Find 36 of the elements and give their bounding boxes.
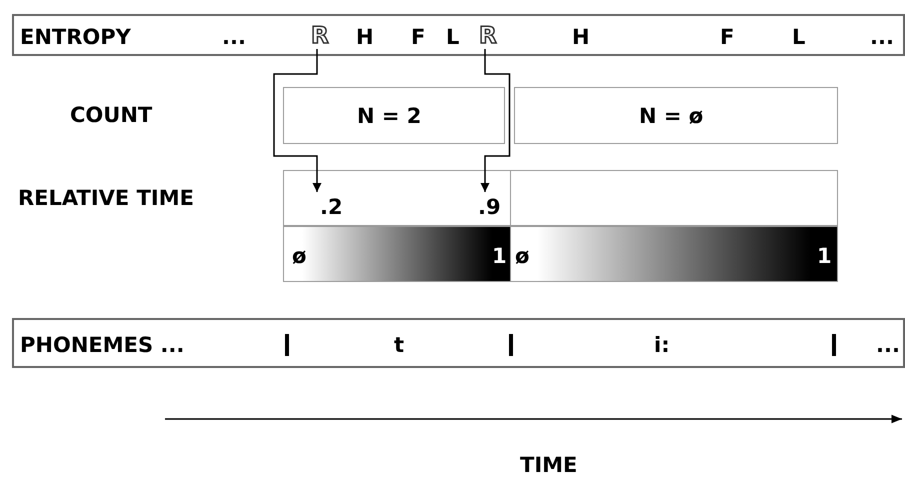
phonemes-band: [12, 318, 905, 368]
row-label: RELATIVE TIME: [18, 186, 194, 210]
symbol-text: ...: [876, 333, 900, 357]
gradient-bar: [283, 226, 511, 282]
symbol-text: L: [446, 25, 460, 49]
entropy-band: [12, 14, 905, 56]
symbol-text: ...: [222, 25, 246, 49]
time-value: .9: [478, 195, 501, 219]
symbol-text: t: [394, 333, 404, 357]
symbol-text: i:: [654, 333, 670, 357]
arrow: [273, 49, 322, 192]
relative-time-box: [283, 170, 511, 226]
symbol-text: ...: [870, 25, 894, 49]
symbol-text: F: [720, 25, 734, 49]
marker-letter: R: [479, 24, 497, 48]
count-box: [514, 87, 838, 144]
count-value: N = ø: [639, 104, 704, 128]
time-value: .2: [320, 195, 343, 219]
arrow: [480, 49, 510, 192]
row-label: ENTROPY: [20, 25, 131, 49]
count-box: [283, 87, 505, 144]
symbol-text: H: [572, 25, 590, 49]
scale-value: 1: [817, 244, 832, 268]
row-label: COUNT: [70, 103, 152, 127]
scale-value: 1: [492, 244, 507, 268]
gradient-bar: [510, 226, 838, 282]
axis-label: TIME: [520, 453, 578, 477]
relative-time-box: [510, 170, 838, 226]
marker-letter: R: [311, 24, 329, 48]
scale-value: ø: [292, 244, 306, 268]
scale-value: ø: [515, 244, 530, 268]
row-label: PHONEMES ...: [20, 333, 184, 357]
symbol-text: F: [411, 25, 426, 49]
symbol-text: L: [792, 25, 806, 49]
count-value: N = 2: [357, 104, 422, 128]
symbol-text: H: [356, 25, 374, 49]
